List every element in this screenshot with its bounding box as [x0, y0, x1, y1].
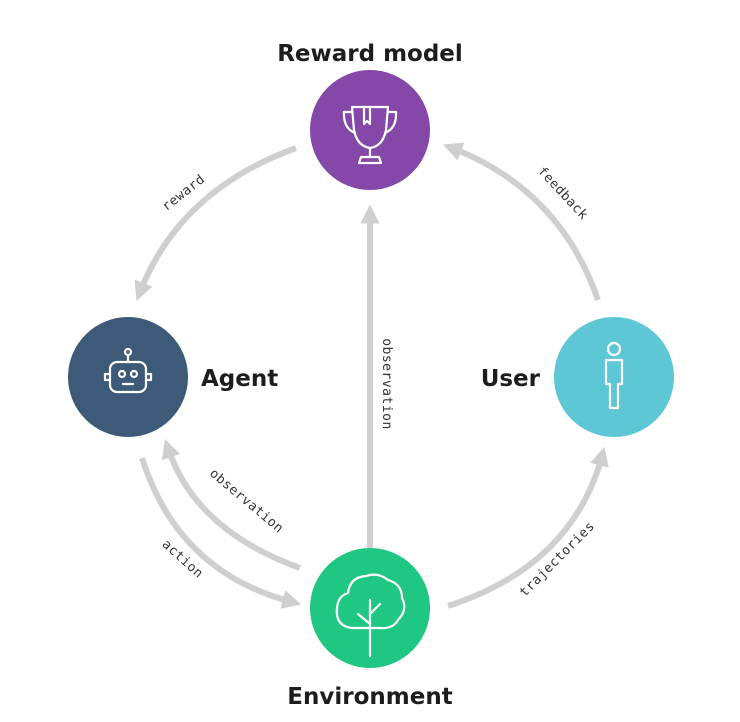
- node-user-circle: [554, 317, 674, 437]
- person-icon: [604, 341, 624, 410]
- edge-label-observation-center: observation: [379, 338, 394, 430]
- arrow-action: [139, 457, 302, 609]
- node-label-environment: Environment: [287, 684, 452, 710]
- node-environment: Environment: [287, 548, 453, 710]
- node-reward-model-circle: [310, 70, 430, 190]
- trophy-icon: [342, 105, 398, 165]
- edge-label-trajectories: trajectories: [517, 519, 598, 600]
- tree-icon: [335, 573, 406, 658]
- arrow-observation-left: [161, 438, 302, 571]
- node-label-reward-model: Reward model: [277, 41, 463, 67]
- node-agent: Agent: [68, 317, 278, 437]
- robot-icon: [103, 347, 153, 394]
- node-agent-circle: [68, 317, 188, 437]
- node-label-agent: Agent: [201, 366, 278, 392]
- arrow-feedback: [443, 142, 601, 301]
- node-user: User: [481, 317, 674, 437]
- edge-label-feedback: feedback: [534, 164, 590, 223]
- arrow-trajectories: [447, 446, 609, 609]
- node-reward-model: Reward model: [277, 41, 463, 190]
- edge-label-action: action: [159, 537, 206, 582]
- node-label-user: User: [481, 366, 541, 392]
- arrow-reward: [134, 145, 298, 301]
- edge-label-reward: reward: [160, 172, 209, 215]
